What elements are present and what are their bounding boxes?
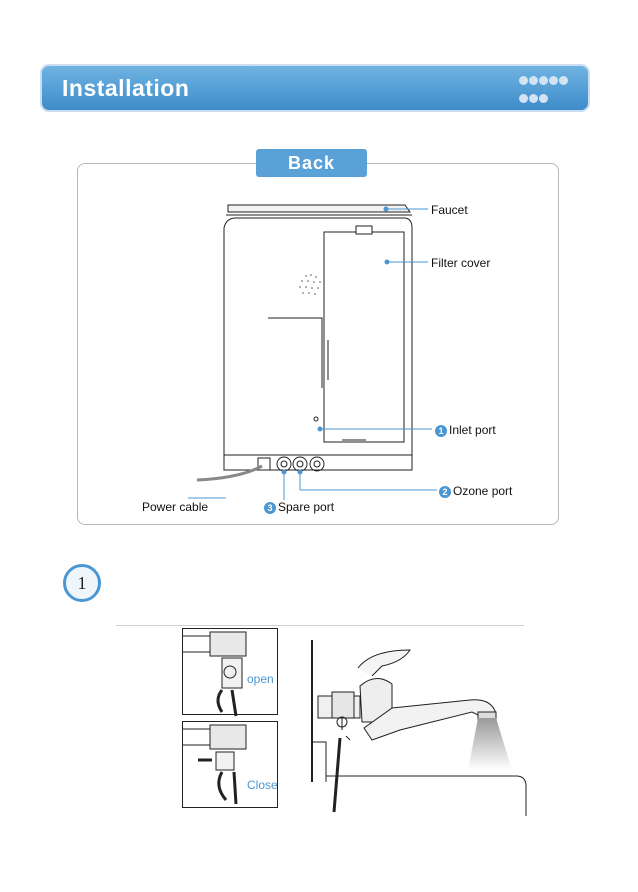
valve-open-label: open — [247, 672, 274, 686]
inlet-port-number-icon: 1 — [435, 425, 447, 437]
ozone-port-number-icon: 2 — [439, 486, 451, 498]
water-stream — [468, 718, 512, 770]
valve-close-label: Close — [247, 778, 278, 792]
inlet-port-text: Inlet port — [449, 423, 496, 437]
step-divider — [116, 625, 524, 626]
filter-cover-label: Filter cover — [431, 256, 491, 270]
spare-port-number-icon: 3 — [264, 502, 276, 514]
spare-port-text: Spare port — [278, 500, 335, 514]
faucet-label: Faucet — [431, 203, 468, 217]
decorative-dots — [518, 72, 576, 108]
banner-title: Installation — [62, 75, 190, 101]
section-banner: Installation — [40, 64, 590, 112]
ozone-port-text: Ozone port — [453, 484, 513, 498]
back-view-tab: Back — [256, 149, 367, 177]
power-cable-label: Power cable — [142, 500, 209, 514]
step-number-badge: 1 — [63, 564, 101, 602]
